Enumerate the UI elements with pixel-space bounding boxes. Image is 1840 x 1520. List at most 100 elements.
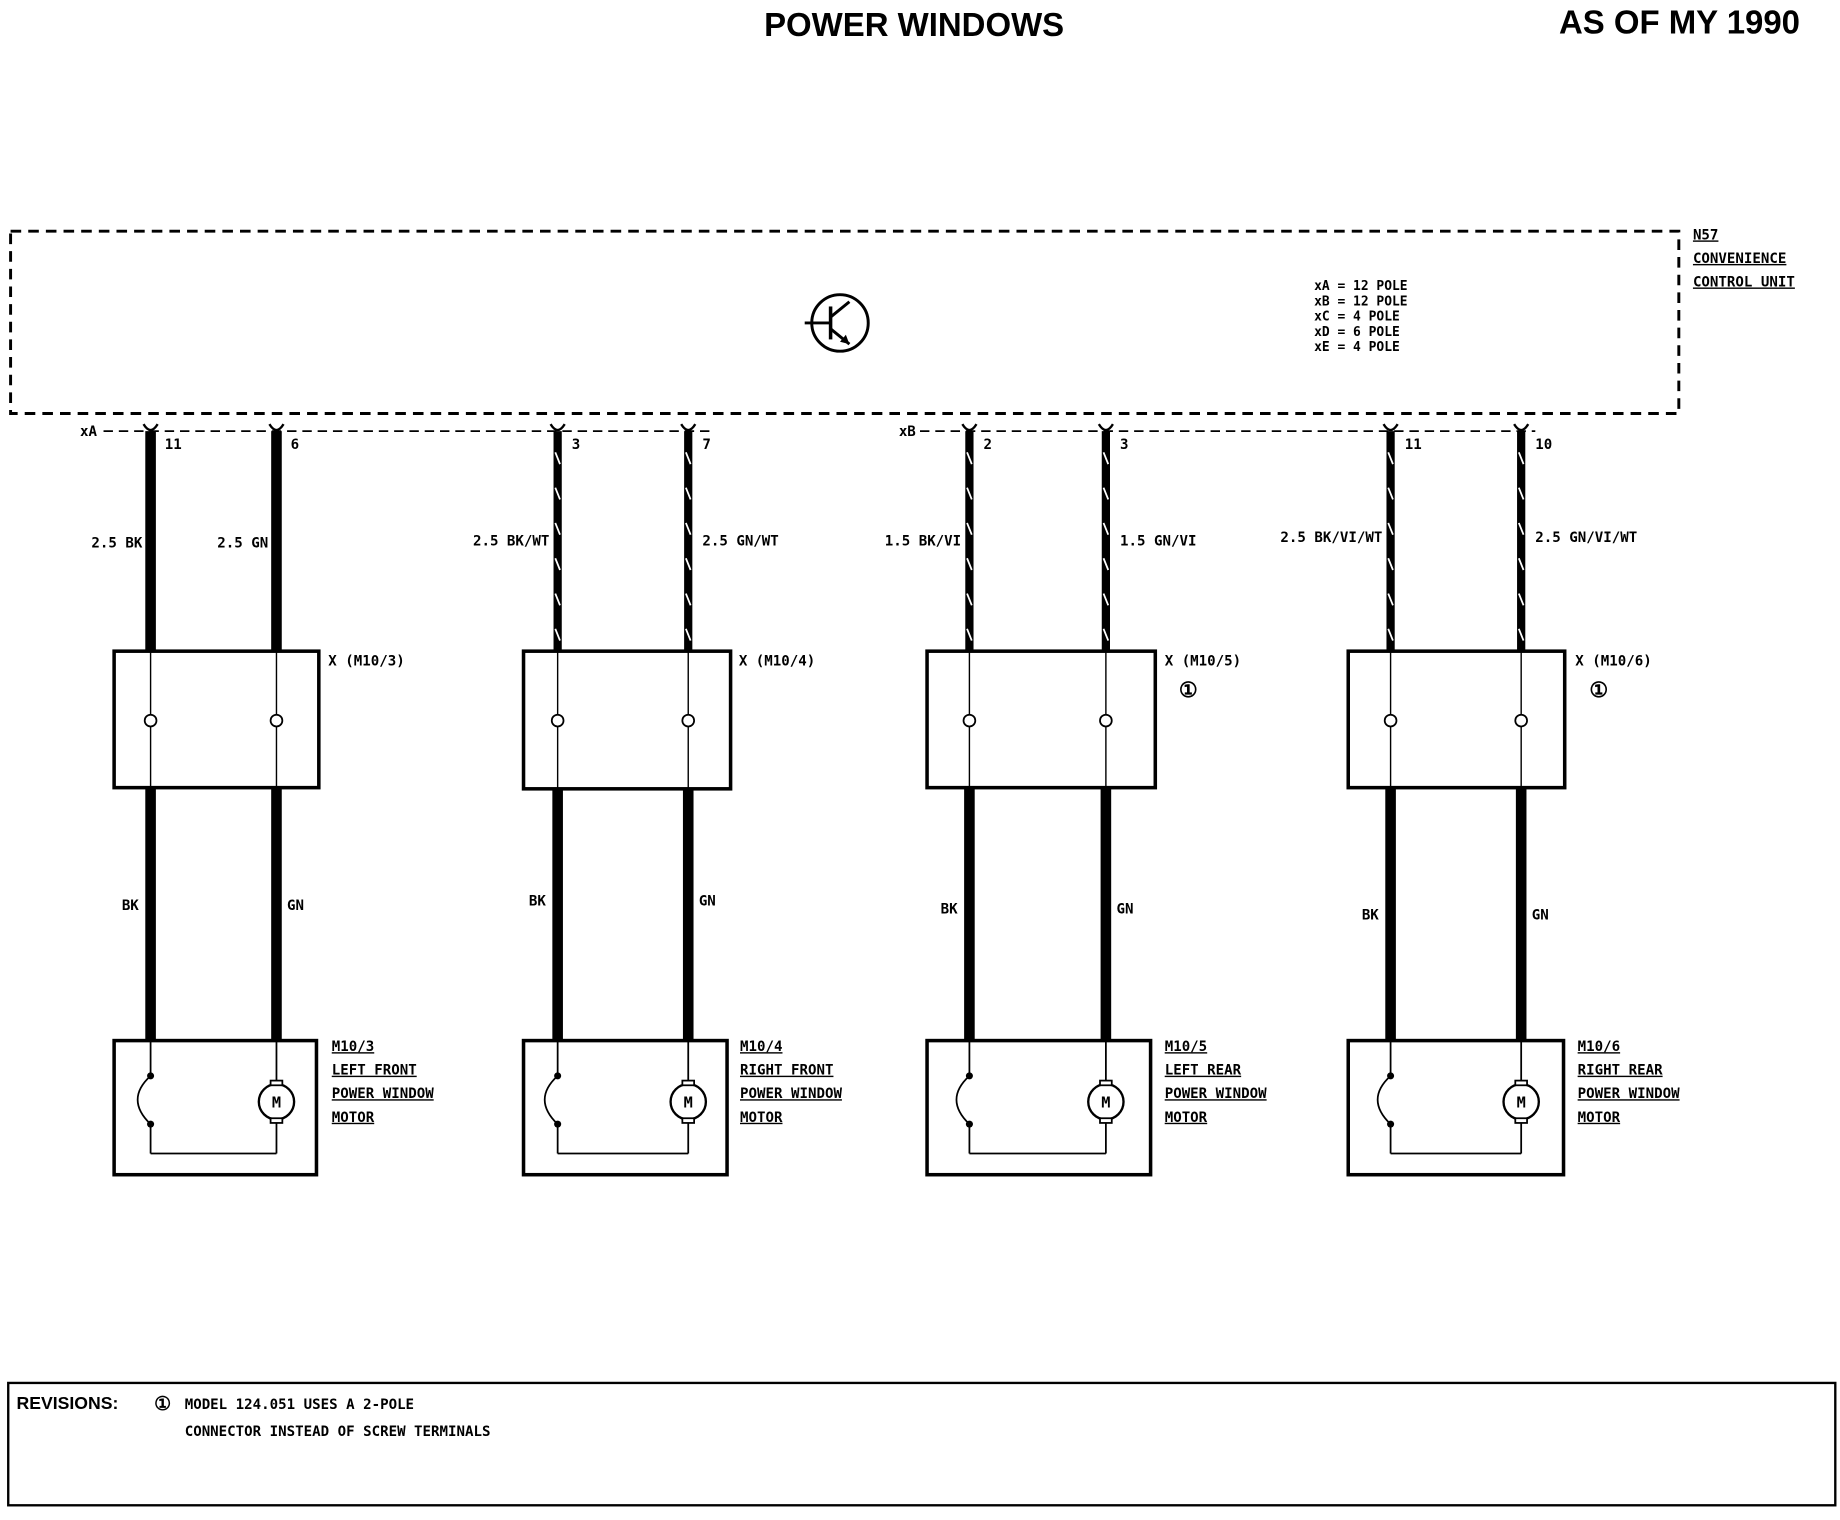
pin-number: 3 bbox=[572, 437, 581, 453]
wire-stripe bbox=[1102, 452, 1110, 465]
screw-terminal-icon bbox=[681, 713, 695, 728]
pole-legend-line: xE = 4 POLE bbox=[1314, 340, 1400, 355]
junction-box bbox=[112, 649, 321, 790]
motor-description: MOTOR bbox=[1578, 1110, 1621, 1126]
wire-stripe bbox=[554, 522, 561, 536]
junction-label: X (M10/3) bbox=[328, 653, 404, 669]
wire-label: GN bbox=[1116, 902, 1133, 918]
motor-symbol: M bbox=[684, 1094, 693, 1112]
screw-terminal-icon bbox=[550, 713, 565, 728]
pole-legend-line: xB = 12 POLE bbox=[1314, 294, 1407, 309]
revision-note-marker: ① bbox=[1589, 677, 1608, 702]
wire-stripe bbox=[966, 628, 973, 641]
screw-terminal-icon bbox=[143, 713, 158, 728]
control-unit-name: CONVENIENCE bbox=[1693, 251, 1786, 267]
wire-stripe bbox=[554, 487, 561, 500]
connector-xa-label: xA bbox=[80, 424, 97, 440]
motor-box bbox=[925, 1038, 1153, 1177]
wire-stripe bbox=[685, 593, 692, 606]
motor-brush-icon bbox=[681, 1079, 695, 1087]
wire-stripe bbox=[1518, 522, 1525, 536]
pin-number: 2 bbox=[984, 437, 992, 453]
model-year: AS OF MY 1990 bbox=[1559, 4, 1800, 41]
screw-terminal-icon bbox=[1099, 713, 1113, 728]
screw-terminal-icon bbox=[962, 713, 977, 728]
switch-icon bbox=[955, 1075, 971, 1125]
revision-note-marker: ① bbox=[1179, 677, 1198, 702]
pin-number: 7 bbox=[702, 437, 710, 453]
motor-id: M10/4 bbox=[740, 1039, 782, 1055]
wire-stripe bbox=[1387, 452, 1394, 465]
pin-number: 10 bbox=[1535, 437, 1552, 453]
pin-terminal-icon bbox=[268, 423, 285, 432]
control-unit-box bbox=[9, 229, 1681, 415]
wire-label: 1.5 BK/VI bbox=[885, 533, 961, 549]
motor-symbol: M bbox=[272, 1094, 281, 1112]
motor-brush-icon bbox=[269, 1117, 284, 1124]
motor-description: RIGHT REAR bbox=[1578, 1063, 1663, 1079]
wire-stripe bbox=[1102, 628, 1110, 641]
wire-stripe bbox=[1518, 557, 1525, 571]
wire-label: 2.5 GN bbox=[217, 536, 268, 552]
wire-label: 1.5 GN/VI bbox=[1120, 533, 1196, 549]
junction-label: X (M10/6) bbox=[1575, 653, 1651, 669]
motor-id: M10/5 bbox=[1165, 1039, 1207, 1055]
motor-brush-icon bbox=[269, 1079, 284, 1087]
wire-stripe bbox=[685, 628, 692, 641]
pole-legend-line: xC = 4 POLE bbox=[1314, 310, 1400, 325]
wire-stripe bbox=[554, 628, 561, 641]
pin-number: 3 bbox=[1120, 437, 1129, 453]
pole-legend-line: xD = 6 POLE bbox=[1314, 325, 1400, 340]
page-title: POWER WINDOWS bbox=[764, 6, 1064, 43]
wire-stripe bbox=[1518, 628, 1525, 641]
motor-description: RIGHT FRONT bbox=[740, 1063, 833, 1079]
motor-box bbox=[521, 1038, 729, 1177]
motor-description: MOTOR bbox=[740, 1110, 783, 1126]
wire-label: BK bbox=[529, 893, 546, 909]
motor-id: M10/3 bbox=[332, 1039, 374, 1055]
wire-stripe bbox=[685, 557, 692, 571]
wire-label: BK bbox=[941, 902, 958, 918]
motor-brush-icon bbox=[1514, 1079, 1528, 1087]
motor-description: MOTOR bbox=[1165, 1110, 1208, 1126]
wire-label: 2.5 BK/VI/WT bbox=[1280, 530, 1382, 546]
wire-stripe bbox=[1102, 487, 1110, 500]
wire-label: 2.5 GN/VI/WT bbox=[1535, 530, 1637, 546]
motor-description: POWER WINDOW bbox=[1578, 1086, 1680, 1102]
wire-label: 2.5 BK bbox=[91, 536, 142, 552]
revision-marker: ① bbox=[154, 1394, 171, 1415]
transistor-icon bbox=[804, 293, 870, 353]
wire-stripe bbox=[554, 593, 561, 606]
pole-legend-line: xA = 12 POLE bbox=[1314, 279, 1407, 294]
wire-label: 2.5 GN/WT bbox=[702, 533, 778, 549]
wire-label: GN bbox=[287, 898, 304, 914]
wire-stripe bbox=[685, 487, 692, 500]
control-unit-name: CONTROL UNIT bbox=[1693, 274, 1795, 290]
wire-label: 2.5 BK/WT bbox=[473, 533, 549, 549]
motor-description: POWER WINDOW bbox=[1165, 1086, 1267, 1102]
screw-terminal-icon bbox=[269, 713, 284, 728]
wire-stripe bbox=[1518, 593, 1525, 606]
wire-label: GN bbox=[1532, 907, 1549, 923]
pin-terminal-icon bbox=[680, 423, 697, 432]
wire-label: BK bbox=[122, 898, 139, 914]
motor-description: LEFT FRONT bbox=[332, 1063, 417, 1079]
motor-box bbox=[112, 1038, 319, 1177]
revisions-box bbox=[7, 1381, 1837, 1507]
connector-xb-label: xB bbox=[899, 424, 916, 440]
wire-stripe bbox=[1102, 522, 1110, 536]
pin-terminal-icon bbox=[1382, 423, 1399, 432]
wire-stripe bbox=[966, 487, 973, 500]
wire-stripe bbox=[1387, 593, 1394, 606]
motor-symbol: M bbox=[1101, 1094, 1110, 1112]
junction-box bbox=[925, 649, 1158, 790]
wire-stripe bbox=[1387, 487, 1394, 500]
control-unit-label: N57 CONVENIENCE CONTROL UNIT bbox=[1693, 227, 1795, 290]
motor-brush-icon bbox=[1099, 1117, 1113, 1124]
revision-line: MODEL 124.051 USES A 2-POLE bbox=[185, 1397, 414, 1413]
